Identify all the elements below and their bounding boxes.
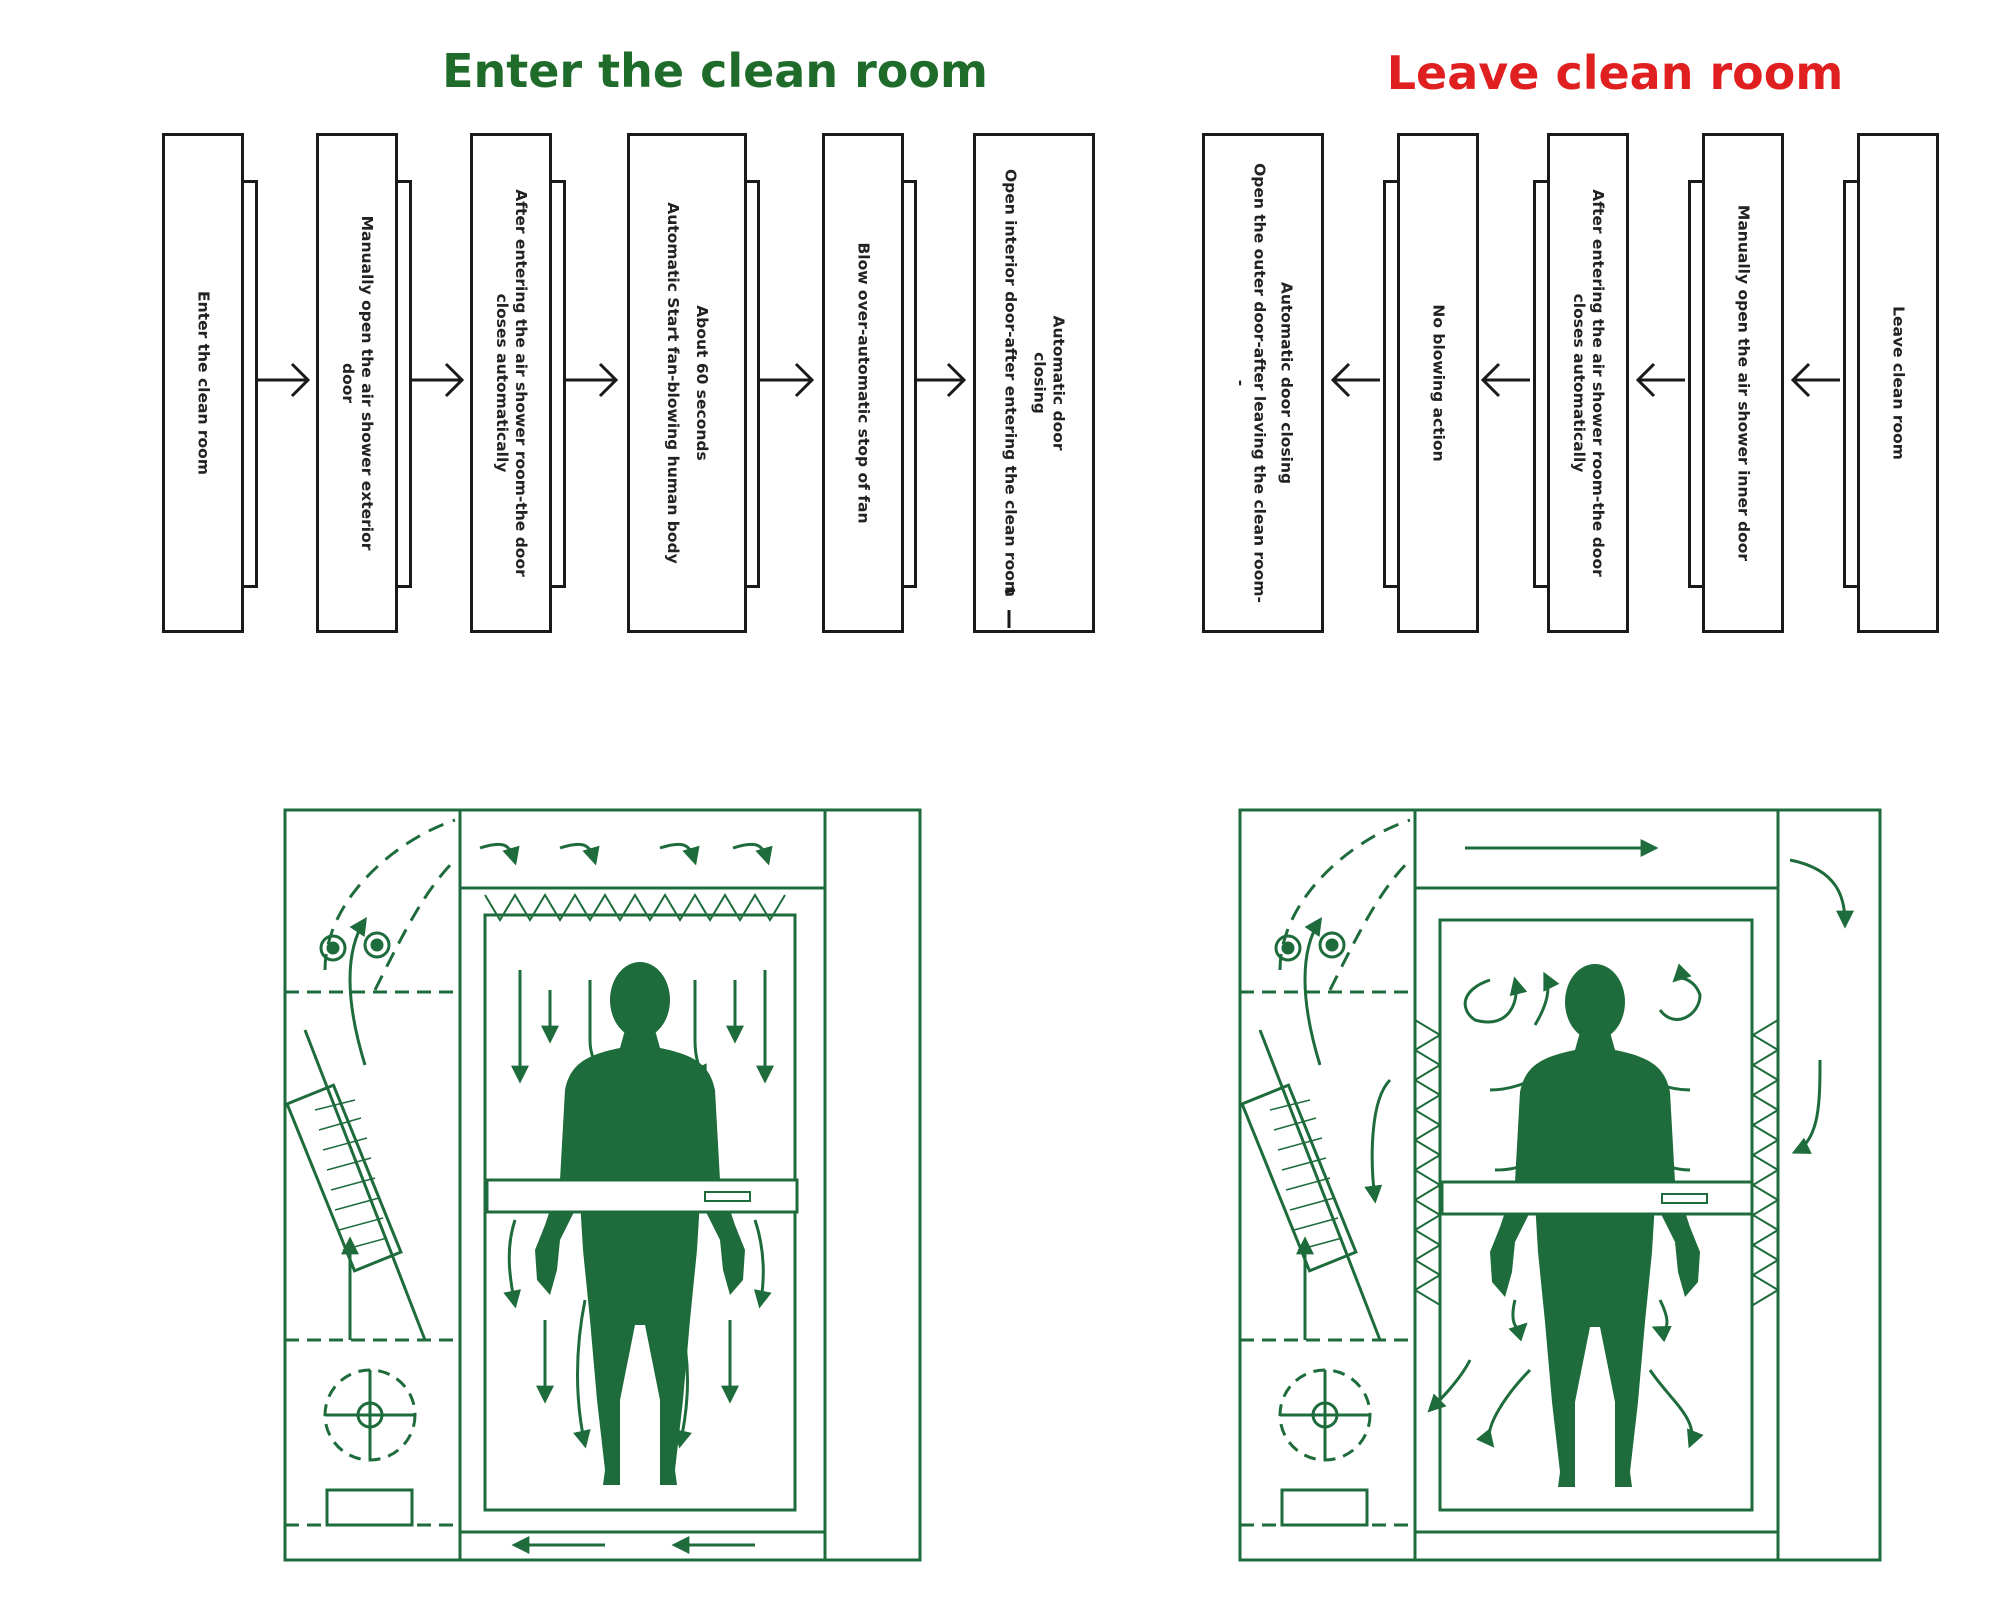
enter-title: Enter the clean room	[442, 44, 988, 98]
leave-title: Leave clean room	[1386, 46, 1844, 100]
nozzle-icon	[319, 934, 347, 962]
leave-step-1: Automatic door closing Open the outer do…	[1202, 133, 1324, 633]
arrow-right-icon	[917, 362, 967, 398]
flow-arrows	[258, 362, 1840, 628]
filter-icon	[285, 1083, 403, 1273]
cabinet-outline	[1238, 808, 1882, 1562]
enter-step-3: After entering the air shower room-the d…	[470, 133, 552, 633]
human-silhouette-icon	[535, 962, 745, 1485]
leave-step-5: Leave clean room	[1857, 133, 1939, 633]
arrow-right-icon	[258, 362, 311, 398]
enter-step-1: Enter the clean room	[162, 133, 244, 633]
fan-icon	[1278, 1368, 1372, 1527]
arrow-right-icon	[412, 362, 465, 398]
leave-step-4: Manually open the air shower inner door	[1702, 133, 1784, 633]
leave-step-2: No blowing action	[1397, 133, 1479, 633]
arrow-left-icon	[1790, 362, 1840, 398]
filter-icon	[1240, 1083, 1358, 1273]
cabinet-outline	[283, 808, 922, 1562]
air-shower-blowing-diagram	[283, 808, 922, 1562]
air-shower-exit-diagram	[1238, 808, 1882, 1562]
enter-step-2: Manually open the air shower exterior do…	[316, 133, 398, 633]
leave-step-3: After entering the air shower room-the d…	[1547, 133, 1629, 633]
arrow-left-icon	[1330, 362, 1380, 398]
human-silhouette-icon	[1490, 964, 1700, 1487]
enter-step-4: About 60 seconds Automatic Start fan-blo…	[627, 133, 747, 633]
nozzle-icon	[484, 893, 786, 922]
arrow-right-icon	[566, 362, 619, 398]
nozzle-icon	[1274, 934, 1302, 962]
fan-icon	[323, 1368, 417, 1527]
arrow-left-icon	[1480, 362, 1530, 398]
enter-step-5: Blow over-automatic stop of fan	[822, 133, 904, 633]
arrow-left-icon	[1635, 362, 1685, 398]
arrow-right-icon	[760, 362, 815, 398]
door-mark	[1004, 588, 1016, 628]
enter-step-6: Automatic door closing Open interior doo…	[973, 133, 1095, 633]
